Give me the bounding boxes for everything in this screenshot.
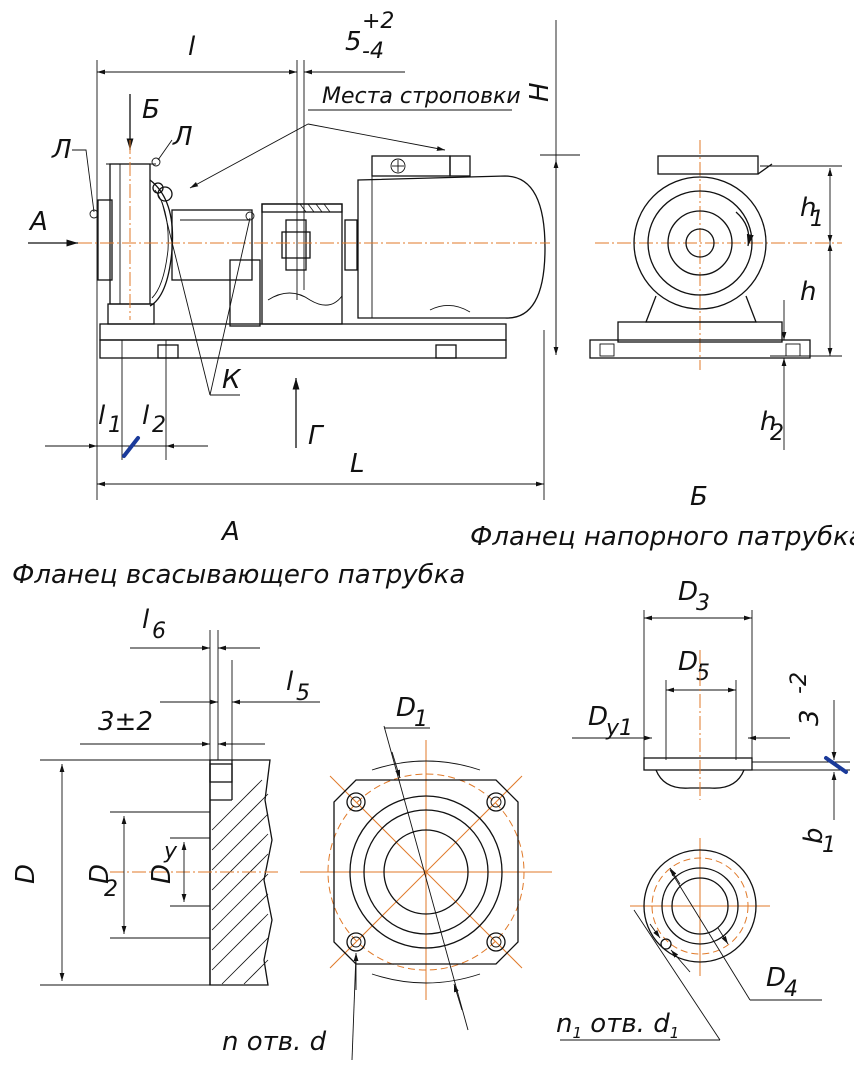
dim-l6-sub: 6 <box>152 619 166 644</box>
dim-H: H <box>525 20 580 355</box>
dim-3m2-sub: -2 <box>787 672 812 694</box>
dim-h1-sub: 1 <box>810 207 824 232</box>
end-view: h 1 h h 2 <box>589 140 842 450</box>
dim-Dy-sub: у <box>163 839 178 864</box>
suction-flange-title: Фланец всасывающего патрубка <box>12 560 465 590</box>
marker-blue-1 <box>122 436 140 458</box>
suction-view-label: А <box>220 517 240 547</box>
discharge-view-label: Б <box>690 482 708 512</box>
dim-D1-sub: 1 <box>414 707 428 732</box>
suction-flange-section: l 6 l 5 3±2 D <box>11 605 320 986</box>
dim-h2-sub: 2 <box>770 421 784 446</box>
marker-blue-2 <box>824 756 848 774</box>
suction-flange-front: D 1 n отв. d <box>222 693 552 1061</box>
dim-Dy1-sub: у1 <box>605 716 633 741</box>
suction-holes-label: n отв. d <box>222 1027 327 1057</box>
dim-D-label: D <box>11 864 41 884</box>
coupling-guard <box>261 203 343 325</box>
view-A-label: А <box>28 207 48 237</box>
dim-b1-label: b <box>799 827 829 844</box>
view-arrow-A: А <box>28 207 78 247</box>
base-frame <box>99 323 507 359</box>
dim-l5-sub: 5 <box>296 681 310 706</box>
dim-h2: h 2 <box>760 300 787 450</box>
bearing-housing <box>171 209 261 327</box>
dim-L: L <box>97 330 545 500</box>
dim-gap-sup: +2 <box>362 9 394 34</box>
sling-callout: Места строповки <box>189 84 521 189</box>
dim-l6-label: l <box>142 605 150 635</box>
holes-n1: n <box>556 1009 572 1039</box>
dim-3m2-label: 3 <box>795 709 825 726</box>
section-hatch <box>211 779 269 985</box>
sling-label: Места строповки <box>322 84 521 109</box>
dim-L-label: L <box>350 449 365 479</box>
motor <box>344 155 546 319</box>
dim-D3-sub: 3 <box>696 591 710 616</box>
dim-D1-label: D <box>396 693 416 723</box>
holes-d1: d <box>653 1009 670 1039</box>
label-K-callout: К <box>161 201 251 396</box>
dim-D4-label: D <box>766 963 786 993</box>
holes-mid: отв. <box>582 1009 653 1039</box>
dim-l1-l2: l 1 l 2 <box>45 340 208 460</box>
dim-h-label: h <box>800 277 816 307</box>
dim-D2-label: D <box>85 864 115 884</box>
dim-l5-label: l <box>286 667 294 697</box>
dim-gap-sub: -4 <box>362 39 384 64</box>
label-L1: Л <box>51 135 72 165</box>
label-K: К <box>222 365 242 395</box>
holes-d1-sub: 1 <box>670 1024 680 1042</box>
discharge-flange-title: Фланец напорного патрубка <box>470 522 854 552</box>
view-B-label: Б <box>142 95 160 125</box>
dim-l2-label: l <box>142 401 150 431</box>
view-arrow-G: Г <box>292 378 325 451</box>
holes-n1-sub: 1 <box>572 1024 582 1042</box>
dim-b1-sub: 1 <box>822 833 836 858</box>
pump-casing <box>97 163 174 325</box>
dim-D5-label: D <box>678 647 698 677</box>
dim-gap-label: 5 <box>345 27 362 57</box>
view-arrow-B: Б <box>126 94 160 150</box>
dim-l1-sub: 1 <box>108 413 122 438</box>
label-L-callouts: Л Л <box>51 122 193 219</box>
dim-h1-h: h 1 h <box>760 165 842 357</box>
dim-l-label: l <box>188 32 196 62</box>
dim-l1-label: l <box>98 401 106 431</box>
dim-l: l 5 +2 -4 <box>96 9 405 500</box>
discharge-holes-label: n1 отв. d1 <box>556 1009 679 1042</box>
dim-D4-sub: 4 <box>784 977 798 1002</box>
dim-h1-label: h <box>800 193 816 223</box>
side-view: l 5 +2 -4 H Места строповки Б А <box>28 9 580 500</box>
dim-Dy-label: D <box>147 864 177 884</box>
dim-h2-label: h <box>760 407 776 437</box>
dim-D3-label: D <box>678 577 698 607</box>
dim-D2-sub: 2 <box>104 877 118 902</box>
dim-l2-sub: 2 <box>152 413 166 438</box>
dim-H-label: H <box>525 82 555 102</box>
view-G-label: Г <box>308 421 325 451</box>
dim-3pm2-label: 3±2 <box>98 707 153 737</box>
dim-D5-sub: 5 <box>696 661 710 686</box>
discharge-flange-section: D 3 D 5 D у1 3 -2 b 1 <box>572 577 850 858</box>
discharge-flange-front: D 4 n1 отв. d1 <box>556 838 822 1042</box>
label-L2: Л <box>172 122 193 152</box>
dim-Dy1-label: D <box>588 702 608 732</box>
